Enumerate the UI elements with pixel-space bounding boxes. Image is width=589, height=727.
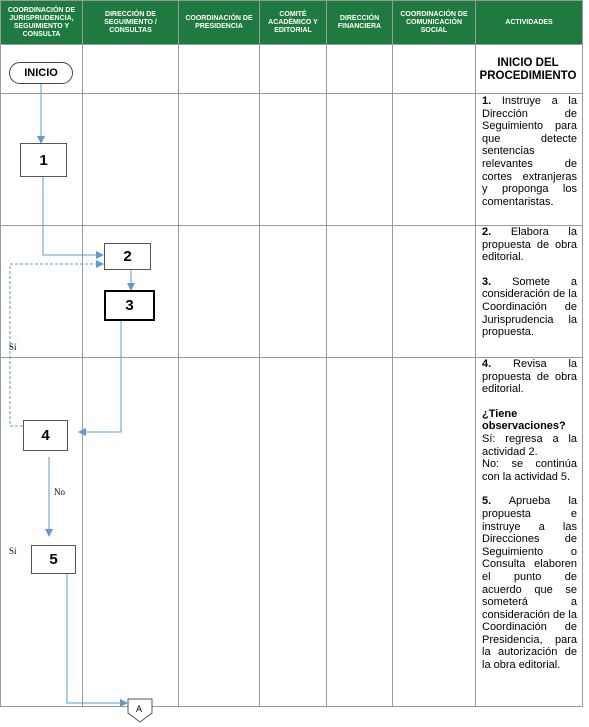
grid-line [178,0,179,707]
header-coord-jurisprudencia: COORDINACIÓN DE JURISPRUDENCIA, SEGUIMIE… [1,1,82,44]
activity-4-text: Revisa la propuesta de obra editorial. [482,358,577,396]
activity-question: ¿Tiene observaciones? [482,408,577,433]
arrow-5-to-a [66,574,128,707]
step-box-4: 4 [23,420,68,451]
grid-line [0,44,583,45]
connector-a-label: A [136,704,143,714]
label-no: No [54,487,65,497]
header-dir-financiera: DIRECCIÓN FINANCIERA [327,1,392,44]
grid-line [0,93,583,94]
activity-2: 2. Elabora la propuesta de obra editoria… [482,226,577,264]
question-text: ¿Tiene observaciones? [482,407,566,433]
activity-no: No: se continúa con la actividad 5. [482,458,577,483]
step-box-1: 1 [20,143,67,177]
step-box-2: 2 [104,243,151,270]
activity-1: 1. Instruye a la Dirección de Seguimient… [482,95,577,208]
activity-1-text: Instruye a la Dirección de Seguimiento p… [482,95,577,208]
header-dir-seguimiento: DIRECCIÓN DE SEGUIMIENTO / CONSULTAS [83,1,178,44]
grid-line [259,0,260,707]
arrow-3-to-4 [78,320,122,436]
activity-2-text: Elabora la propuesta de obra editorial. [482,226,577,264]
grid-line [0,706,583,707]
activity-3: 3. Somete a consideración de la Coordina… [482,276,577,339]
activity-row3: 4. Revisa la propuesta de obra editorial… [482,358,577,672]
grid-line [475,0,476,707]
activity-5-text: Aprueba la propuesta e instruye a las Di… [482,495,577,672]
grid-line [326,0,327,707]
activity-5: 5. Aprueba la propuesta e instruye a las… [482,495,577,671]
grid-line [0,357,583,358]
activity-5-num: 5. [482,495,492,508]
arrow-1-to-2 [42,177,104,259]
activity-yes: Sí: regresa a la actividad 2. [482,432,577,458]
label-si-loop: Sí [9,342,17,352]
activity-4-num: 4. [482,358,492,370]
grid-line [392,0,393,707]
header-coord-comunicacion: COORDINACIÓN DE COMUNICACIÓN SOCIAL [393,1,475,44]
activity-row2: 2. Elabora la propuesta de obra editoria… [482,226,577,339]
activity-start-title: INICIO DEL PROCEDIMIENTO [479,57,577,82]
activity-3-text: Somete a consideración de la Coordinació… [482,275,577,339]
header-actividades: ACTIVIDADES [476,1,582,44]
activity-1-num: 1. [482,95,492,107]
grid-line [582,0,583,707]
header-comite-academico: COMITÉ ACADÉMICO Y EDITORIAL [260,1,326,44]
grid-line [0,0,1,707]
label-si-five: Sí [9,546,17,556]
connector-a-shape [127,698,153,723]
activity-3-num: 3. [482,275,492,288]
grid-line [0,225,583,226]
activity-2-num: 2. [482,226,492,238]
header-coord-presidencia: COORDINACIÓN DE PRESIDENCIA [179,1,259,44]
grid-line [0,0,583,1]
inicio-terminal: INICIO [9,62,73,84]
grid-line [82,0,83,707]
step-box-5: 5 [31,545,76,574]
arrow-4-loop-to-2 [9,260,104,427]
activity-4: 4. Revisa la propuesta de obra editorial… [482,358,577,396]
step-box-3: 3 [104,290,155,321]
activity-row1: 1. Instruye a la Dirección de Seguimient… [482,95,577,208]
